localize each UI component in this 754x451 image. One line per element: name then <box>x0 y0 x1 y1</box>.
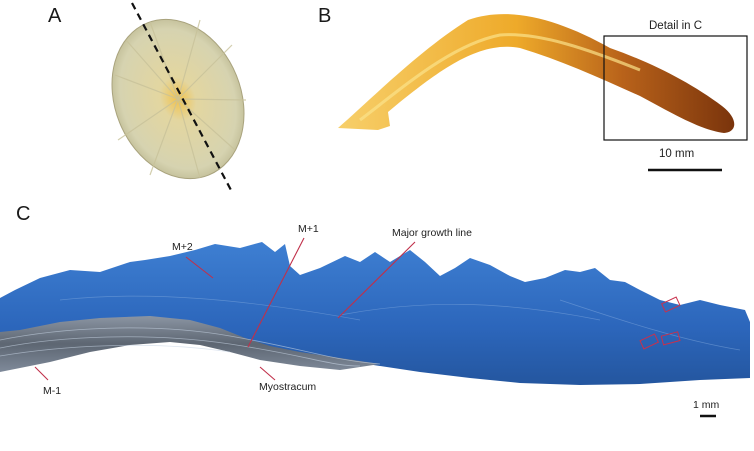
leader-m-plus-1 <box>247 237 305 348</box>
detail-box <box>603 35 748 141</box>
panel-label-a: A <box>48 5 62 27</box>
annotation-m-minus-1: M-1 <box>43 385 62 397</box>
annotation-myostracum: Myostracum <box>259 381 317 393</box>
leader-major-growth-line <box>337 241 416 319</box>
detail-in-c-label: Detail in C <box>649 20 703 32</box>
panel-label-c: C <box>16 203 31 225</box>
annotation-m-plus-2: M+2 <box>172 241 193 253</box>
annotation-m-plus-1: M+1 <box>298 223 319 235</box>
scale-bar-1mm-label: 1 mm <box>693 399 720 411</box>
leader-m-minus-1 <box>34 366 49 381</box>
shell-b-image <box>338 14 748 172</box>
scale-bar-10mm-label: 10 mm <box>659 148 695 160</box>
sample-boxes <box>639 296 681 350</box>
leader-myostracum <box>259 366 276 381</box>
annotation-major-growth-line: Major growth line <box>392 227 472 239</box>
shell-a-image <box>111 2 247 193</box>
panel-label-b: B <box>318 5 332 27</box>
leader-m-plus-2 <box>185 256 214 279</box>
shell-c-image <box>0 237 750 418</box>
